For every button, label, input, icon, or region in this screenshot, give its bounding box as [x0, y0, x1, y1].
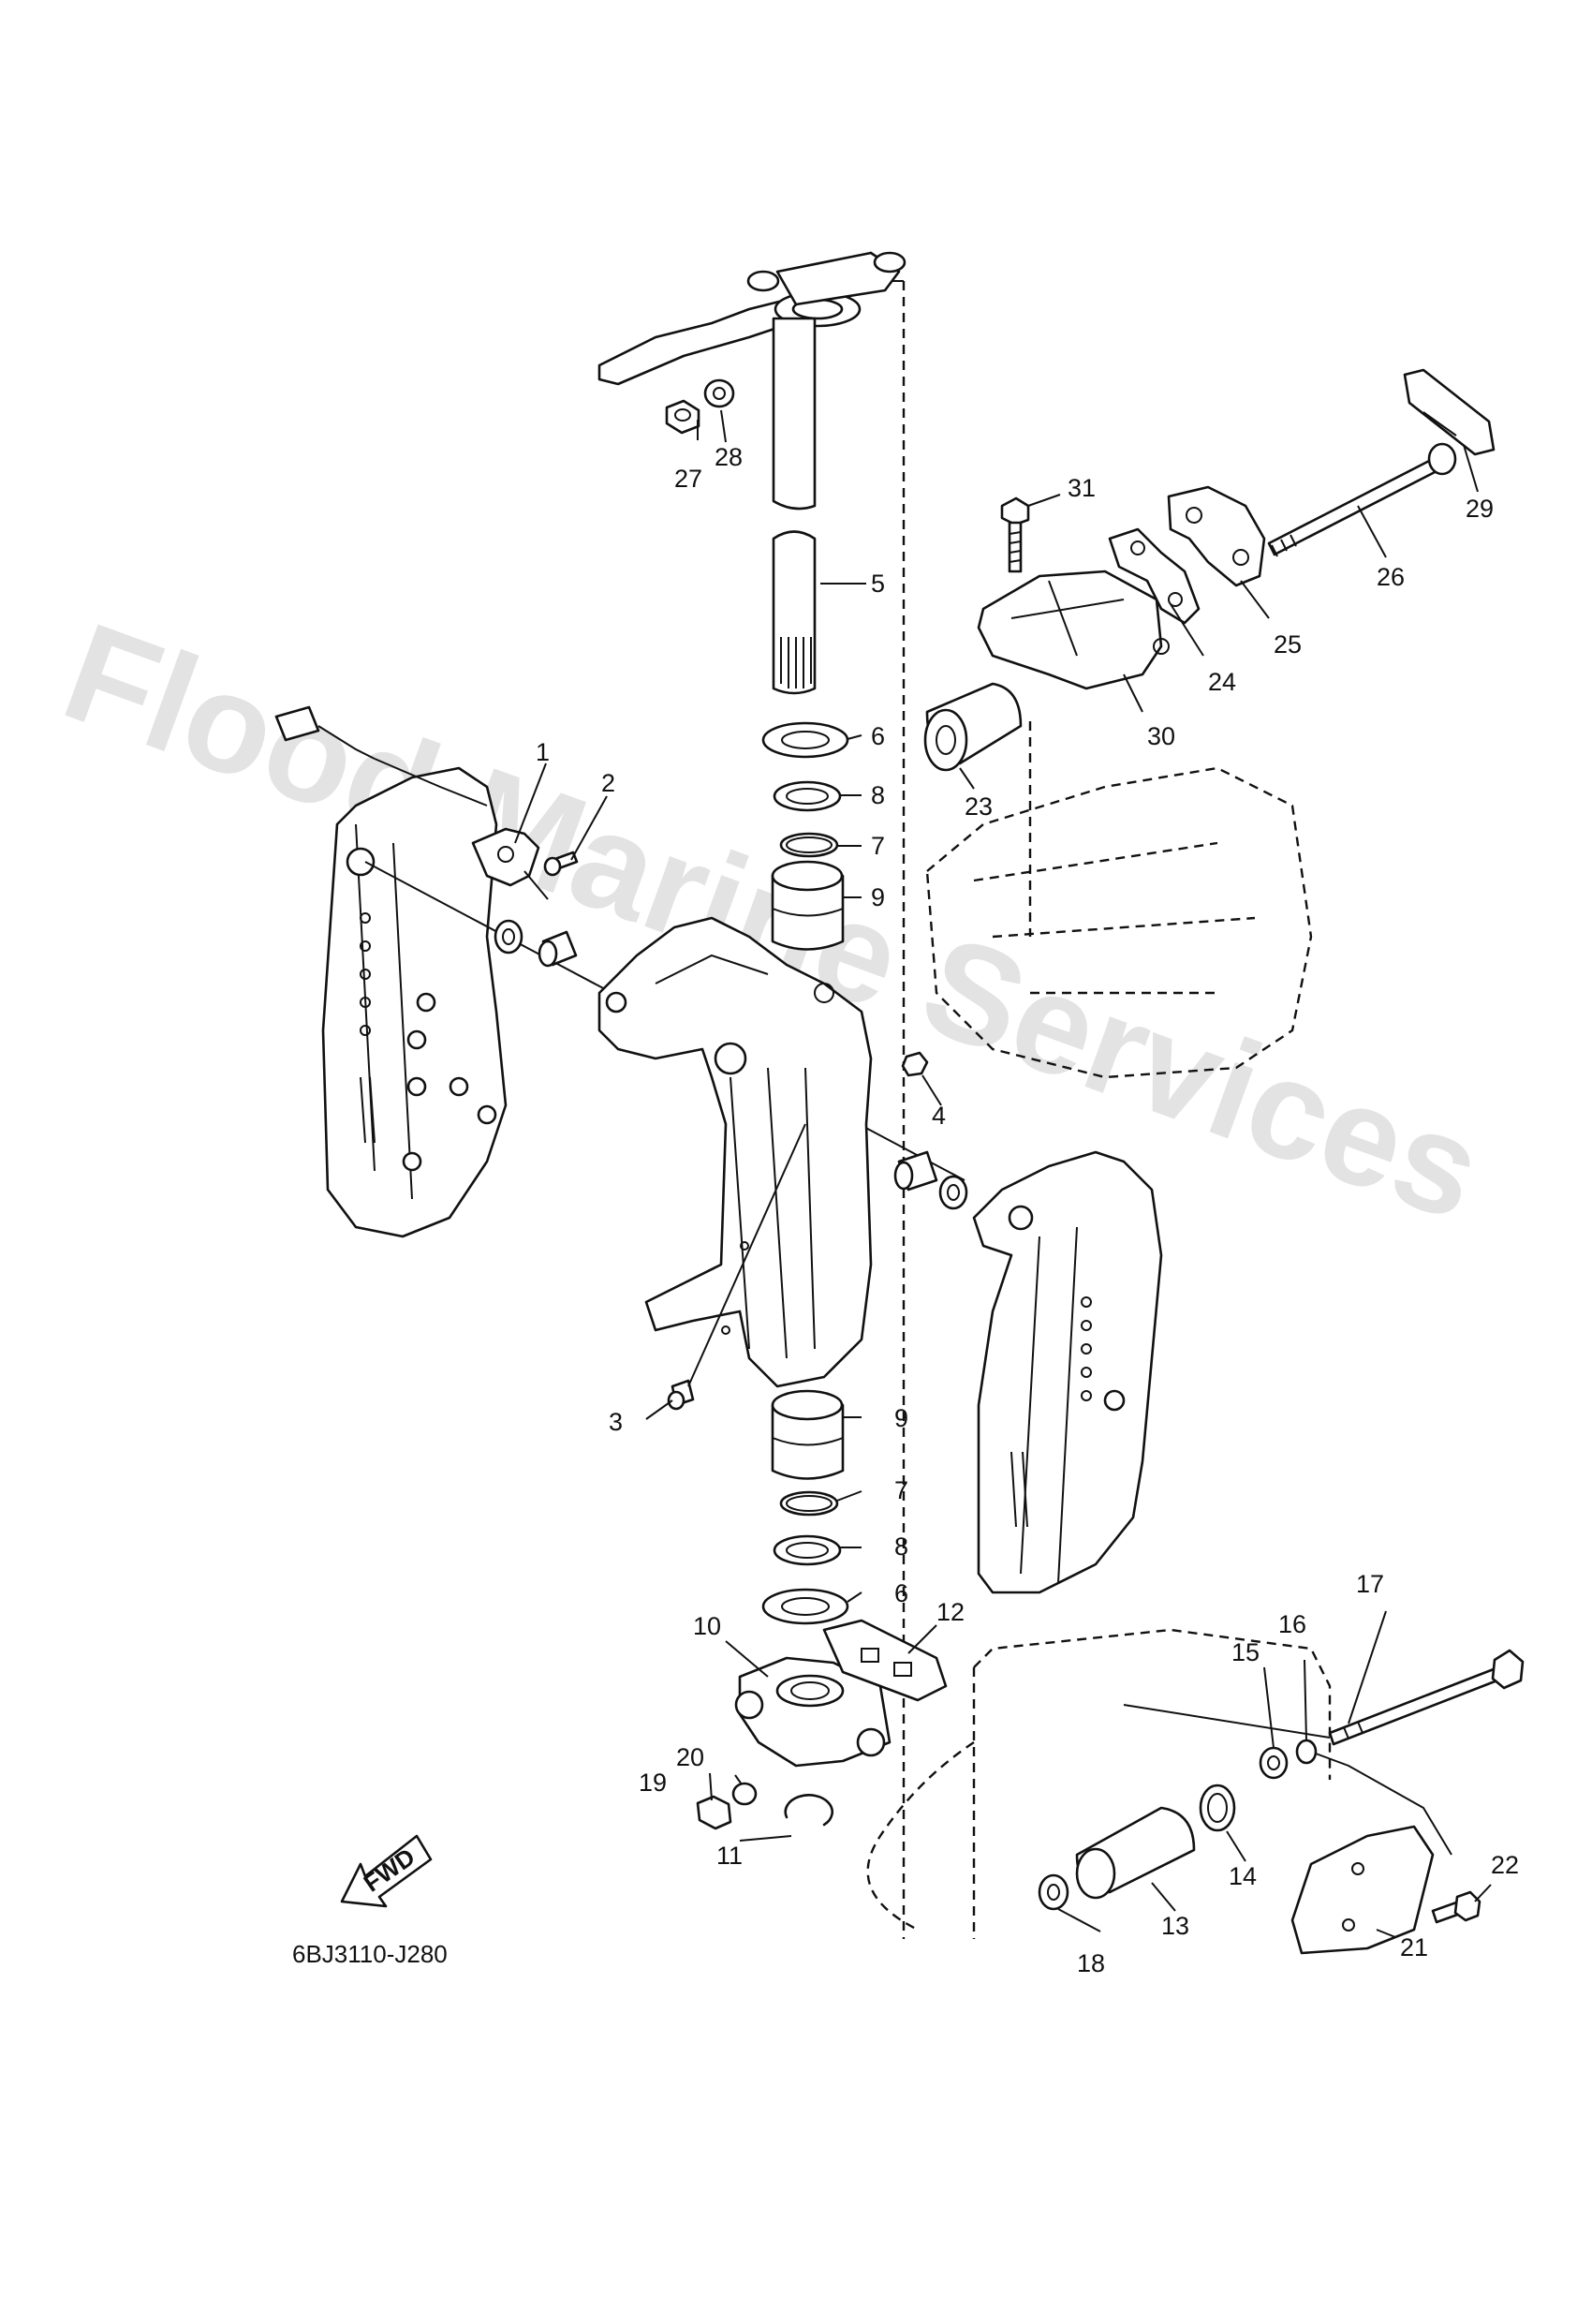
washer-8-lower — [773, 1534, 842, 1566]
screw-2 — [543, 851, 579, 877]
lower-mount-housing-10 — [734, 1656, 892, 1768]
callout-7-upper: 7 — [871, 832, 885, 860]
cover-21 — [1290, 1825, 1435, 1955]
callout-8-lower: 8 — [894, 1532, 908, 1561]
steering-shaft — [772, 317, 817, 695]
callout-26: 26 — [1377, 563, 1405, 591]
callout-5: 5 — [871, 570, 885, 598]
washer-8-upper — [773, 780, 842, 812]
callout-12: 12 — [936, 1598, 965, 1626]
callout-31: 31 — [1068, 474, 1096, 502]
steering-arm — [597, 251, 906, 386]
washer-right-pivot — [938, 1175, 968, 1210]
bushing-9-upper — [771, 860, 845, 951]
bolt-22 — [1431, 1890, 1481, 1924]
callout-22: 22 — [1491, 1851, 1519, 1879]
upper-mount-cover-30 — [977, 570, 1170, 690]
callout-19: 19 — [639, 1769, 667, 1797]
bolt-17 — [1328, 1649, 1525, 1746]
leader-lines — [514, 409, 1492, 1938]
callout-13: 13 — [1161, 1912, 1189, 1940]
callout-10: 10 — [693, 1612, 721, 1640]
trim-sensor-connector — [274, 705, 488, 807]
bushing-left-pivot — [538, 930, 578, 968]
callout-18: 18 — [1077, 1949, 1105, 1977]
callout-20: 20 — [676, 1743, 704, 1771]
bushing-right-pivot — [893, 1150, 938, 1192]
fwd-arrow: FWD — [340, 1834, 433, 1908]
callout-21: 21 — [1400, 1933, 1428, 1961]
swivel-bracket — [597, 916, 873, 1388]
callout-11: 11 — [716, 1842, 743, 1870]
screw-3-axis — [687, 1123, 806, 1387]
plate-25 — [1167, 485, 1266, 587]
callout-29: 29 — [1466, 495, 1494, 523]
stud-bolt-26 — [1267, 442, 1457, 557]
nut-19 — [696, 1795, 732, 1830]
callout-8-upper: 8 — [871, 781, 885, 809]
callout-labels: 1 2 3 4 5 6 8 7 9 9 7 8 6 10 12 11 13 14… — [536, 443, 1519, 1977]
callout-24: 24 — [1208, 668, 1236, 696]
clamp-bracket-left — [321, 766, 508, 1238]
o-ring-7-lower — [779, 1490, 839, 1517]
mount-rubber-13 — [1075, 1806, 1196, 1900]
diagram-code: 6BJ3110-J280 — [292, 1940, 448, 1968]
callout-1: 1 — [536, 738, 550, 766]
washer-28 — [703, 378, 735, 408]
grease-nipple-4 — [901, 1051, 929, 1077]
washer-14 — [1199, 1784, 1236, 1832]
callout-6-upper: 6 — [871, 722, 885, 750]
nut-27 — [665, 399, 700, 435]
bushing-9-lower — [771, 1389, 845, 1480]
seal-6-lower — [761, 1588, 849, 1625]
callout-9-upper: 9 — [871, 883, 885, 911]
circlip-11 — [784, 1794, 834, 1827]
callout-9-lower: 9 — [894, 1404, 908, 1432]
callout-2: 2 — [601, 769, 615, 797]
seal-6-upper — [761, 721, 849, 759]
callout-23: 23 — [965, 792, 993, 821]
callout-6-lower: 6 — [894, 1579, 908, 1607]
clamp-bracket-right — [972, 1150, 1163, 1594]
callout-17: 17 — [1356, 1570, 1384, 1598]
plate-24 — [1108, 527, 1201, 625]
callout-27: 27 — [674, 465, 702, 493]
bolt-17-axis — [1123, 1704, 1331, 1739]
lower-casing-outline — [866, 1628, 1332, 1939]
callout-28: 28 — [715, 443, 743, 471]
callout-15: 15 — [1231, 1638, 1260, 1666]
washer-15 — [1259, 1746, 1289, 1780]
ground-lead-16 — [1295, 1739, 1452, 1856]
washer-left-pivot — [494, 919, 523, 955]
o-ring-7-upper — [779, 832, 839, 858]
callout-7-lower: 7 — [894, 1476, 908, 1504]
engine-base-outline — [925, 721, 1313, 1079]
callout-14: 14 — [1229, 1862, 1257, 1890]
screw-3 — [667, 1379, 695, 1411]
callout-30: 30 — [1147, 722, 1175, 750]
callout-25: 25 — [1274, 630, 1302, 659]
cover-12 — [822, 1619, 948, 1702]
cap-29 — [1403, 368, 1496, 456]
bolt-31 — [1000, 496, 1030, 573]
callout-3: 3 — [609, 1408, 623, 1436]
washer-18 — [1038, 1873, 1069, 1911]
upper-mount-rubber-23 — [923, 682, 1023, 772]
washer-20 — [731, 1782, 758, 1806]
callout-16: 16 — [1278, 1610, 1306, 1638]
callout-4: 4 — [932, 1102, 946, 1130]
trim-sensor-1 — [471, 827, 549, 900]
